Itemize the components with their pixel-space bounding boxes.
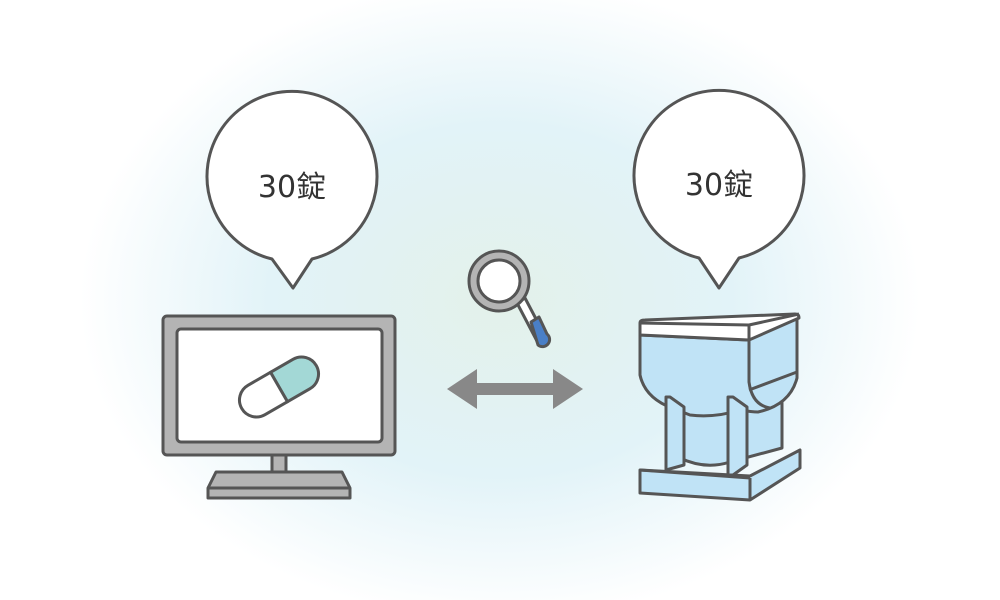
double-arrow-icon bbox=[447, 369, 583, 409]
magnifier-icon bbox=[467, 249, 552, 349]
speech-bubble-right bbox=[632, 88, 806, 290]
speech-bubble-left bbox=[205, 89, 379, 290]
tablet-counter-machine-icon bbox=[638, 312, 802, 502]
left-bubble-text: 30錠 bbox=[257, 170, 327, 205]
right-bubble-text: 30錠 bbox=[684, 168, 754, 203]
capsule-icon bbox=[238, 355, 320, 419]
